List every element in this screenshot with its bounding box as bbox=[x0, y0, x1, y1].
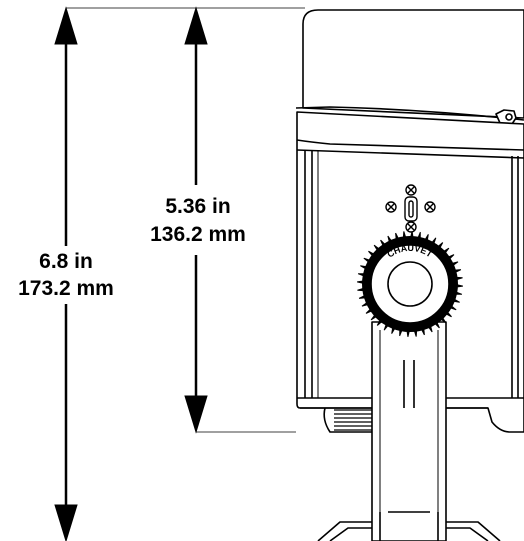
body-height-metric: 136.2 mm bbox=[150, 223, 246, 246]
arrowhead-down-icon bbox=[54, 504, 78, 541]
yoke-arm bbox=[371, 321, 447, 541]
gear-tooth bbox=[380, 239, 386, 247]
gear-tooth bbox=[417, 231, 421, 240]
gear-tooth bbox=[395, 232, 400, 241]
gear-tooth bbox=[358, 294, 367, 299]
overall-height-label: 6.8 in 173.2 mm bbox=[18, 250, 114, 300]
gear-tooth bbox=[357, 280, 365, 284]
gear-tooth bbox=[439, 316, 447, 324]
gear-tooth bbox=[427, 325, 433, 333]
gear-tooth bbox=[454, 291, 463, 295]
top-cover bbox=[302, 9, 524, 119]
gear-tooth bbox=[368, 250, 375, 257]
logo-text: CHAUVET bbox=[385, 243, 434, 260]
gear-tooth bbox=[447, 254, 455, 260]
body-height-imperial: 5.36 in bbox=[165, 195, 230, 218]
gear-tooth bbox=[363, 257, 371, 264]
gear-tooth bbox=[370, 313, 378, 321]
logo-textpath: CHAUVET bbox=[385, 243, 434, 260]
gear-tooth bbox=[434, 321, 440, 329]
gear-tooth bbox=[360, 265, 368, 270]
gear-tooth bbox=[455, 284, 463, 288]
tilt-knob: CHAUVET bbox=[357, 231, 463, 337]
gear-tooth bbox=[445, 311, 452, 318]
gear-tooth bbox=[387, 235, 393, 243]
gear-tooth bbox=[437, 242, 444, 249]
gear-tooth bbox=[420, 327, 425, 336]
gear-tooth bbox=[357, 273, 366, 277]
gear-tooth bbox=[402, 231, 407, 239]
gear-tooth bbox=[361, 301, 369, 307]
gear-tooth bbox=[413, 329, 418, 337]
body-height-label: 5.36 in 136.2 mm bbox=[150, 195, 246, 246]
overall-height-imperial: 6.8 in bbox=[39, 250, 93, 273]
arrowhead-up-icon bbox=[54, 6, 78, 45]
dimension-lines bbox=[54, 6, 305, 541]
body-height-arrow bbox=[184, 6, 208, 434]
gear-tooth bbox=[442, 247, 450, 255]
arrowhead-down-icon bbox=[184, 395, 208, 434]
overall-height-metric: 173.2 mm bbox=[18, 277, 114, 300]
gear-tooth bbox=[410, 231, 414, 239]
gear-tooth bbox=[406, 329, 410, 337]
screw-cluster bbox=[385, 184, 436, 233]
gear-tooth bbox=[430, 237, 437, 245]
gear-tooth bbox=[455, 276, 463, 281]
gear-tooth bbox=[453, 269, 462, 274]
gear-tooth bbox=[452, 298, 460, 303]
gear-tooth bbox=[376, 319, 383, 326]
gear-tooth bbox=[399, 328, 403, 337]
gear-tooth bbox=[365, 308, 373, 314]
base bbox=[317, 521, 501, 541]
vent-slots bbox=[334, 409, 380, 431]
gear-tooth bbox=[383, 323, 390, 331]
screw-right bbox=[424, 201, 436, 213]
gear-tooth bbox=[449, 304, 457, 311]
arrowhead-up-icon bbox=[184, 6, 208, 45]
overall-height-arrow bbox=[54, 6, 78, 541]
gear-tooth bbox=[424, 234, 429, 242]
gear-tooth bbox=[373, 244, 381, 252]
gear-tooth bbox=[451, 261, 459, 267]
screw-top bbox=[405, 184, 417, 196]
screw-left bbox=[385, 201, 397, 213]
gear-tooth bbox=[391, 326, 396, 334]
gear-tooth bbox=[357, 287, 365, 292]
screw-bottom bbox=[405, 221, 417, 233]
